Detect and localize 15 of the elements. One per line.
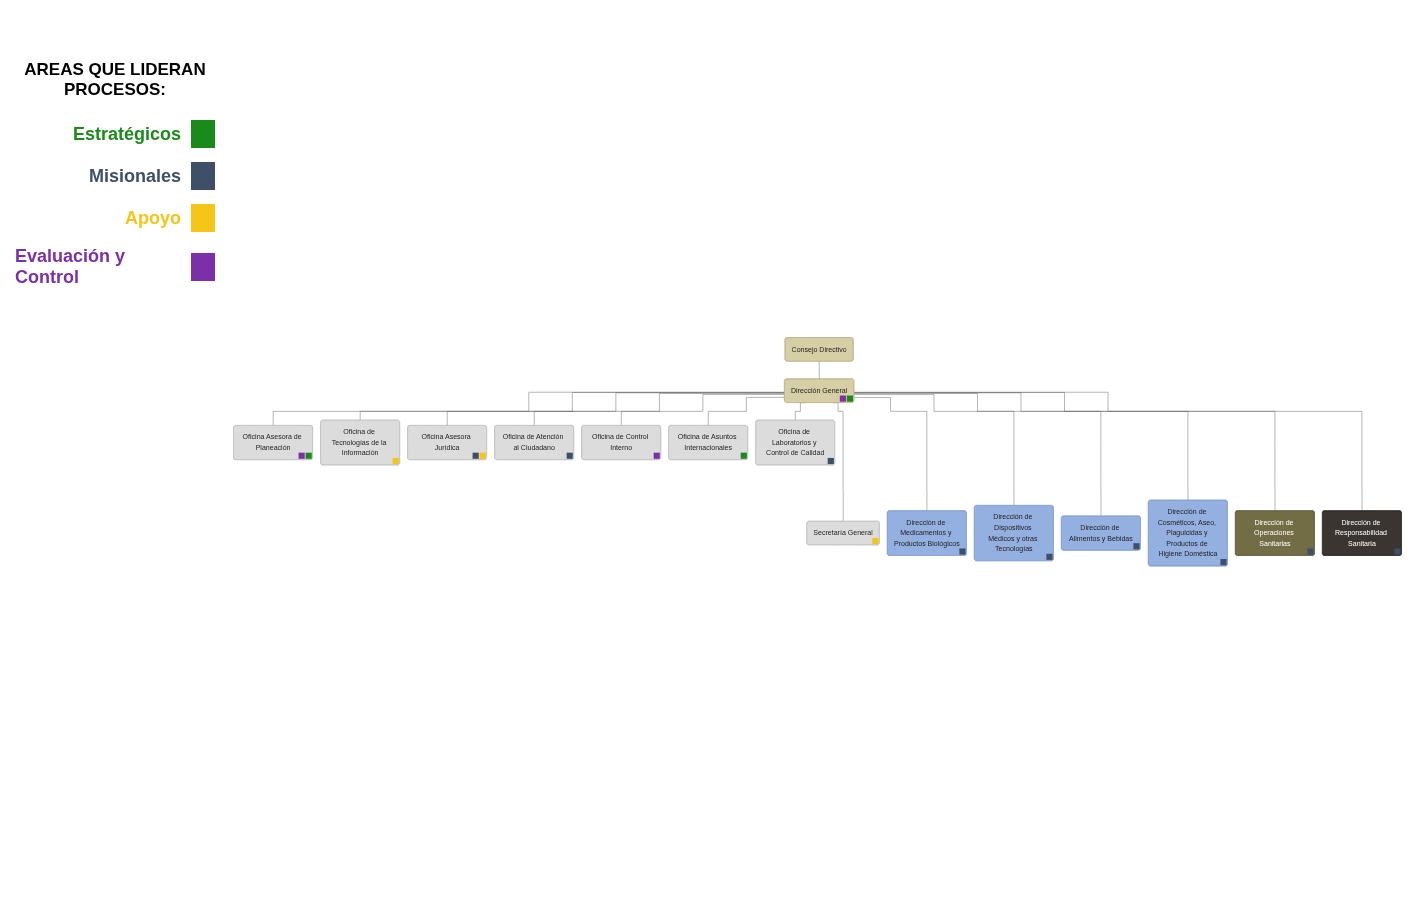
- legend-label: Misionales: [88, 165, 181, 187]
- connector: [853, 392, 1102, 517]
- legend-label: Evaluación y Control: [15, 246, 127, 288]
- connector: [853, 392, 1276, 511]
- legend-heading: AREAS QUE LIDERAN PROCESOS:: [23, 60, 207, 100]
- legend-label: Apoyo: [125, 207, 181, 229]
- connector: [534, 392, 785, 426]
- connector: [621, 394, 785, 426]
- connector: [853, 391, 1363, 511]
- connector: [853, 394, 1015, 506]
- connector: [447, 392, 785, 426]
- connector: [272, 391, 785, 426]
- connector: [853, 392, 1189, 501]
- legend-label: Estratégicos: [72, 123, 181, 145]
- connector: [853, 397, 928, 511]
